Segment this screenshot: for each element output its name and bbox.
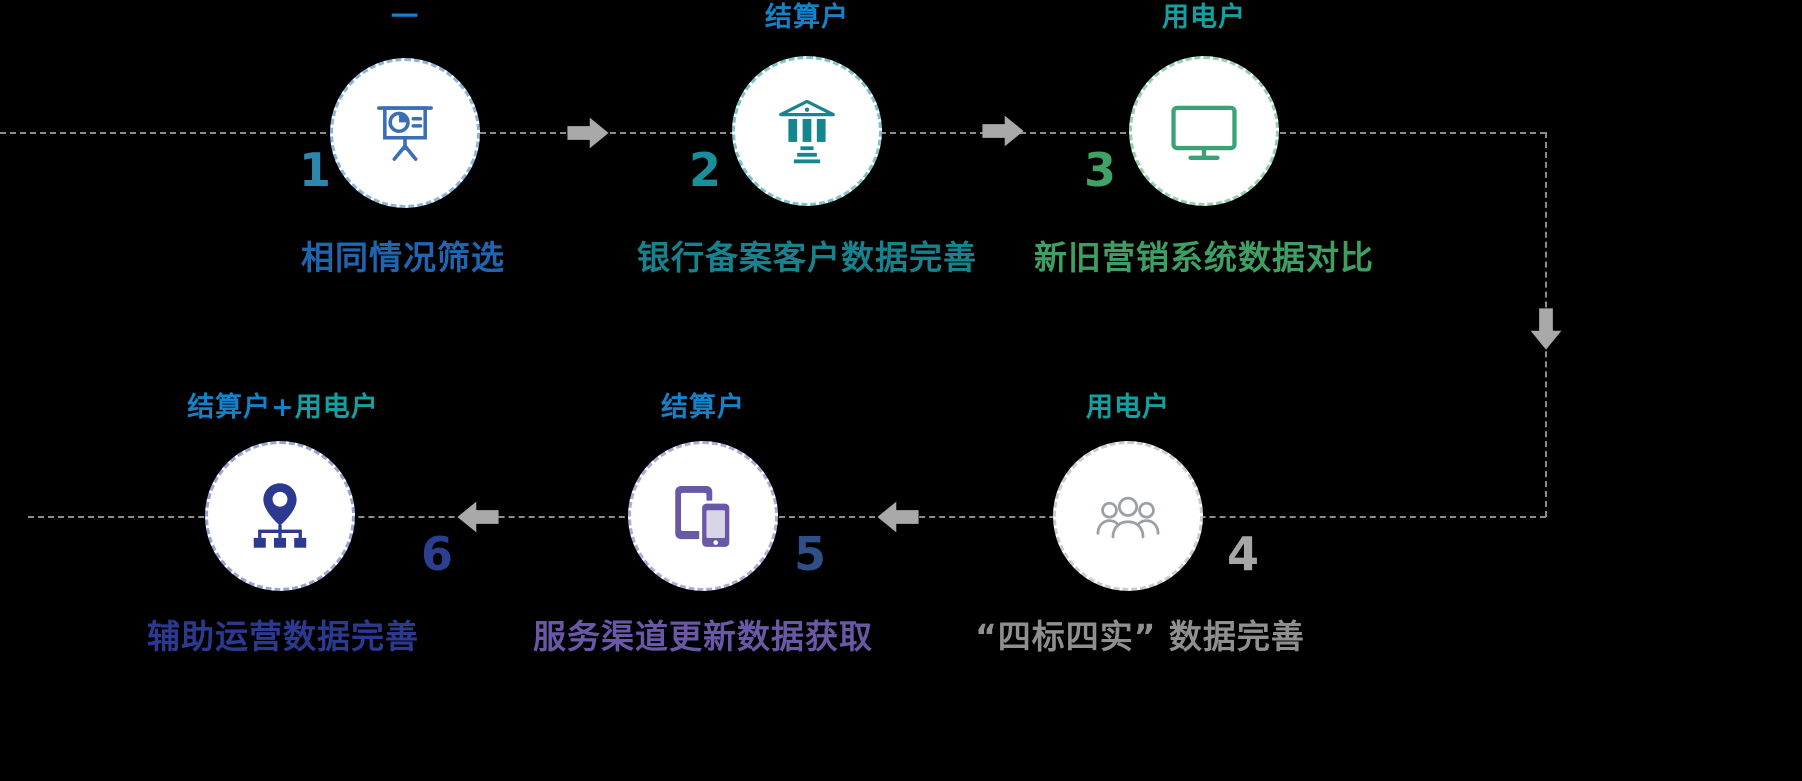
step-5-caption: 服务渠道更新数据获取 bbox=[533, 617, 873, 656]
step-6-caption: 辅助运营数据完善 bbox=[147, 617, 419, 656]
step-1-circle bbox=[330, 58, 480, 208]
step-3-tag: 用电户 bbox=[1054, 2, 1354, 33]
step-6-tag2-text: 用电户 bbox=[294, 392, 379, 423]
arrow-down-step3-to-step4-icon bbox=[1528, 306, 1564, 352]
bottom-connector-line bbox=[28, 516, 1546, 518]
arrow-right-step2-to-step3-icon bbox=[981, 113, 1025, 149]
step-2-circle bbox=[732, 56, 882, 206]
step-3-number: 3 bbox=[1083, 143, 1116, 197]
people-group-icon bbox=[1091, 479, 1165, 553]
step-2-tag-text: 结算户 bbox=[765, 2, 849, 33]
step-4-number: 4 bbox=[1226, 527, 1259, 581]
step-6-tag-text: 结算户+ bbox=[187, 392, 295, 423]
step-2-tag: 结算户 bbox=[657, 2, 957, 33]
step-3-circle bbox=[1129, 56, 1279, 206]
step-4-tag-text: 用电户 bbox=[1086, 392, 1170, 423]
step-6-number: 6 bbox=[420, 527, 453, 581]
step-2-caption: 银行备案客户数据完善 bbox=[637, 238, 977, 277]
step-5-tag-text: 结算户 bbox=[661, 392, 745, 423]
step-4-circle bbox=[1053, 441, 1203, 591]
map-pin-network-icon bbox=[245, 481, 315, 551]
arrow-left-step4-to-step5-icon bbox=[876, 499, 920, 535]
bank-icon bbox=[772, 96, 842, 166]
arrow-left-step5-to-step6-icon bbox=[456, 499, 500, 535]
step-6-circle bbox=[205, 441, 355, 591]
step-1-number: 1 bbox=[298, 143, 331, 197]
monitor-icon bbox=[1165, 92, 1243, 170]
step-1-tag-text: 一 bbox=[391, 2, 419, 33]
step-1-caption: 相同情况筛选 bbox=[301, 238, 505, 277]
step-6-tag: 结算户+用电户 bbox=[133, 392, 433, 423]
step-3-tag-text: 用电户 bbox=[1162, 2, 1246, 33]
arrow-right-step1-to-step2-icon bbox=[566, 115, 610, 151]
step-4-tag: 用电户 bbox=[978, 392, 1278, 423]
step-4-caption: “四标四实” 数据完善 bbox=[975, 617, 1305, 656]
step-1-tag: 一 bbox=[255, 2, 555, 33]
step-2-number: 2 bbox=[688, 143, 721, 197]
tablet-phone-icon bbox=[666, 479, 740, 553]
step-5-number: 5 bbox=[793, 527, 826, 581]
presentation-chart-icon bbox=[367, 95, 443, 171]
step-5-tag: 结算户 bbox=[553, 392, 853, 423]
step-5-circle bbox=[628, 441, 778, 591]
step-3-caption: 新旧营销系统数据对比 bbox=[1034, 238, 1374, 277]
